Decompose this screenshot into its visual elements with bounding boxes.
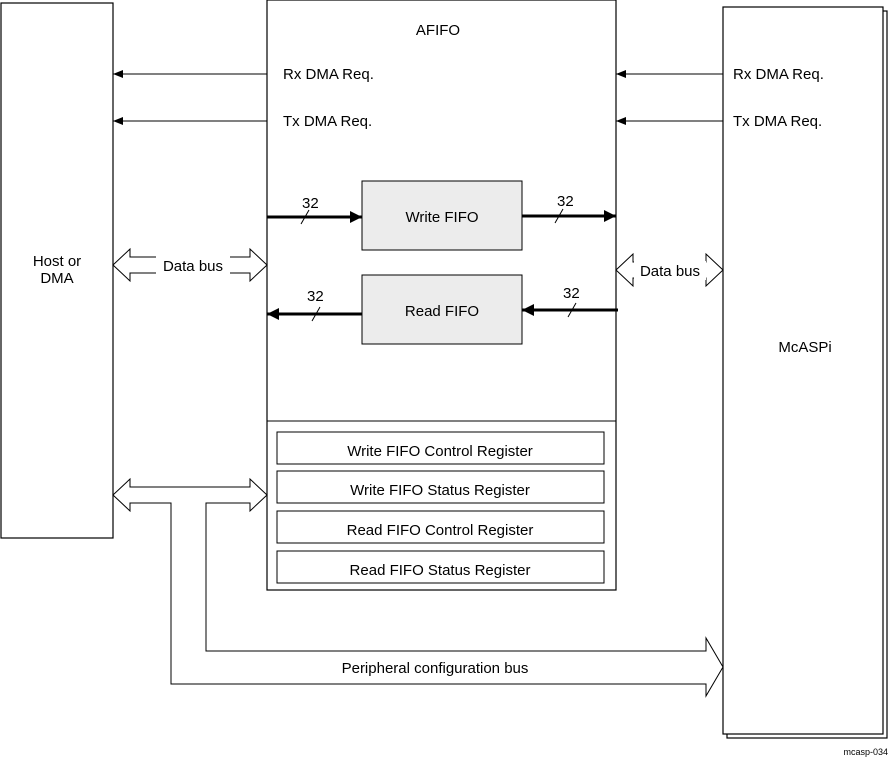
host-label-line1: Host or [33,253,81,270]
read-fifo-in-width: 32 [563,285,580,302]
write-fifo-in-bus-slash [300,209,310,225]
register-write-fifo-control [276,431,605,465]
mcasp-data-bus-label-bg [634,261,706,280]
register-write-fifo-status-label: Write FIFO Status Register [350,482,530,499]
read-fifo-out-width: 32 [307,288,324,305]
mcasp-label: McASPi [778,339,831,356]
register-read-fifo-status [276,550,605,584]
host-block [0,2,114,539]
register-read-fifo-control-label: Read FIFO Control Register [347,522,534,539]
register-write-fifo-status [276,470,605,504]
mcasp-data-bus-label: Data bus [640,263,700,280]
peripheral-config-bus-arrow [112,477,724,698]
afifo-rx-dma-req-label: Rx DMA Req. [283,66,374,83]
write-fifo-out-bus-slash [554,208,564,224]
write-fifo-out-width: 32 [557,193,574,210]
host-label-line2: DMA [40,270,73,287]
mcasp-block [722,6,884,735]
peripheral-config-bus-label: Peripheral configuration bus [342,660,529,677]
host-data-bus-label: Data bus [163,258,223,275]
register-read-fifo-status-label: Read FIFO Status Register [350,562,531,579]
write-fifo-label: Write FIFO [405,209,478,226]
host-data-bus-label-bg [156,255,230,275]
afifo-tx-dma-req-label: Tx DMA Req. [283,113,372,130]
read-fifo-label: Read FIFO [405,303,479,320]
mcasp-tx-dma-req-label: Tx DMA Req. [733,113,822,130]
read-fifo-out-bus-slash [311,306,321,322]
mcasp-rx-dma-req-label: Rx DMA Req. [733,66,824,83]
register-write-fifo-control-label: Write FIFO Control Register [347,443,533,460]
write-fifo-box [361,180,523,251]
register-read-fifo-control [276,510,605,544]
figure-id: mcasp-034 [843,747,888,757]
read-fifo-in-bus-slash [567,302,577,318]
write-fifo-in-width: 32 [302,195,319,212]
read-fifo-box [361,274,523,345]
afifo-title: AFIFO [416,22,460,39]
